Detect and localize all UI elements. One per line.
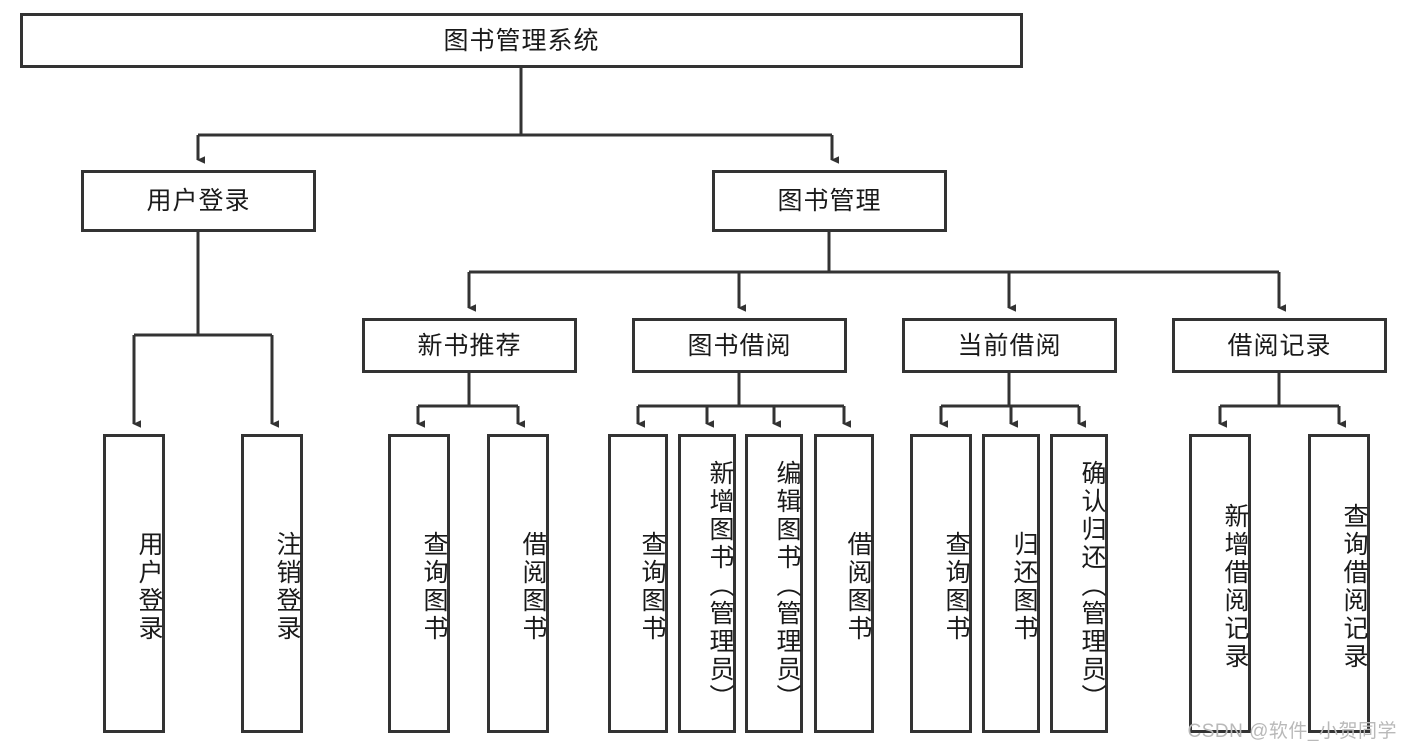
edge-group-borrow-record <box>1218 373 1347 428</box>
node-leaf-edit-book[interactable]: 编辑图书（管理员） <box>745 434 803 733</box>
edge-group-current-borrow <box>939 373 1087 428</box>
node-leaf-add-borrow-record[interactable]: 新增借阅记录 <box>1189 434 1251 733</box>
node-borrow-record[interactable]: 借阅记录 <box>1172 318 1387 373</box>
node-label: 借阅记录 <box>1227 331 1332 360</box>
node-book-management[interactable]: 图书管理 <box>712 170 947 232</box>
node-leaf-query-book-current[interactable]: 查询图书 <box>910 434 972 733</box>
node-leaf-user-logout[interactable]: 注销登录 <box>241 434 303 733</box>
node-label: 借阅图书 <box>844 530 872 643</box>
node-book-borrow[interactable]: 图书借阅 <box>632 318 847 373</box>
node-leaf-query-borrow-record[interactable]: 查询借阅记录 <box>1308 434 1370 733</box>
node-label: 用户登录 <box>146 187 251 215</box>
node-label: 新增借阅记录 <box>1221 502 1249 671</box>
node-leaf-add-book[interactable]: 新增图书（管理员） <box>678 434 736 733</box>
node-label: 查询借阅记录 <box>1340 502 1368 671</box>
edge-group-root <box>196 68 840 164</box>
node-label: 注销登录 <box>273 530 301 643</box>
node-label: 图书管理系统 <box>443 26 600 55</box>
node-label: 图书借阅 <box>687 331 792 360</box>
node-label: 查询图书 <box>942 530 970 643</box>
node-user-login[interactable]: 用户登录 <box>81 170 316 232</box>
edge-group-user-login <box>132 232 280 428</box>
edge-group-book-management <box>467 232 1287 312</box>
node-current-borrow[interactable]: 当前借阅 <box>902 318 1117 373</box>
node-leaf-query-book-recommend[interactable]: 查询图书 <box>388 434 450 733</box>
node-label: 新书推荐 <box>417 331 522 360</box>
node-label: 查询图书 <box>638 530 666 643</box>
node-label: 当前借阅 <box>957 331 1062 360</box>
node-leaf-borrow-book[interactable]: 借阅图书 <box>814 434 874 733</box>
node-leaf-borrow-book-recommend[interactable]: 借阅图书 <box>487 434 549 733</box>
node-leaf-return-book[interactable]: 归还图书 <box>982 434 1040 733</box>
node-label: 编辑图书（管理员） <box>773 459 801 712</box>
node-leaf-confirm-return[interactable]: 确认归还（管理员） <box>1050 434 1108 733</box>
node-label: 确认归还（管理员） <box>1078 459 1106 712</box>
node-label: 查询图书 <box>420 530 448 643</box>
watermark: CSDN @软件_小贺同学 <box>1187 721 1397 742</box>
node-leaf-user-login[interactable]: 用户登录 <box>103 434 165 733</box>
node-new-book-recommend[interactable]: 新书推荐 <box>362 318 577 373</box>
node-label: 新增图书（管理员） <box>706 459 734 712</box>
edge-group-new-book-recommend <box>416 373 526 428</box>
node-label: 图书管理 <box>777 187 882 215</box>
node-label: 用户登录 <box>135 530 163 643</box>
node-label: 借阅图书 <box>519 530 547 643</box>
node-root-system[interactable]: 图书管理系统 <box>20 13 1023 68</box>
node-label: 归还图书 <box>1010 530 1038 643</box>
edge-group-book-borrow <box>636 373 852 428</box>
node-leaf-query-book-borrow[interactable]: 查询图书 <box>608 434 668 733</box>
